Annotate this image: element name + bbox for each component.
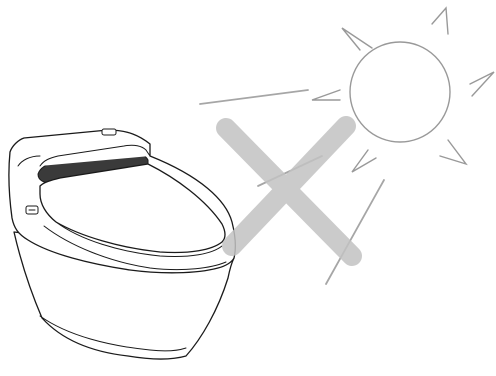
sun-ray-bottom-right (439, 139, 468, 166)
sun-ray-bottom-left (351, 149, 377, 173)
sun-ray-top-left (341, 27, 373, 51)
sun-ray-left (311, 89, 341, 101)
sun-ray-right (469, 71, 495, 97)
body-edge-line (17, 155, 41, 167)
ray-line-lower (325, 179, 385, 285)
toilet-lid-edge (55, 221, 223, 257)
cross-stroke-b (222, 116, 356, 256)
toilet-seat-edge (43, 225, 227, 271)
prohibition-cross-icon (216, 116, 362, 266)
sun-disc (349, 41, 451, 143)
sun-ray-top (431, 6, 449, 35)
top-button (101, 128, 117, 136)
toilet-bowl-contour (39, 315, 187, 352)
smart-toilet-icon (8, 128, 236, 360)
sun-icon (311, 6, 495, 173)
ray-line-upper (199, 89, 309, 105)
lid-top-strip (39, 144, 151, 167)
